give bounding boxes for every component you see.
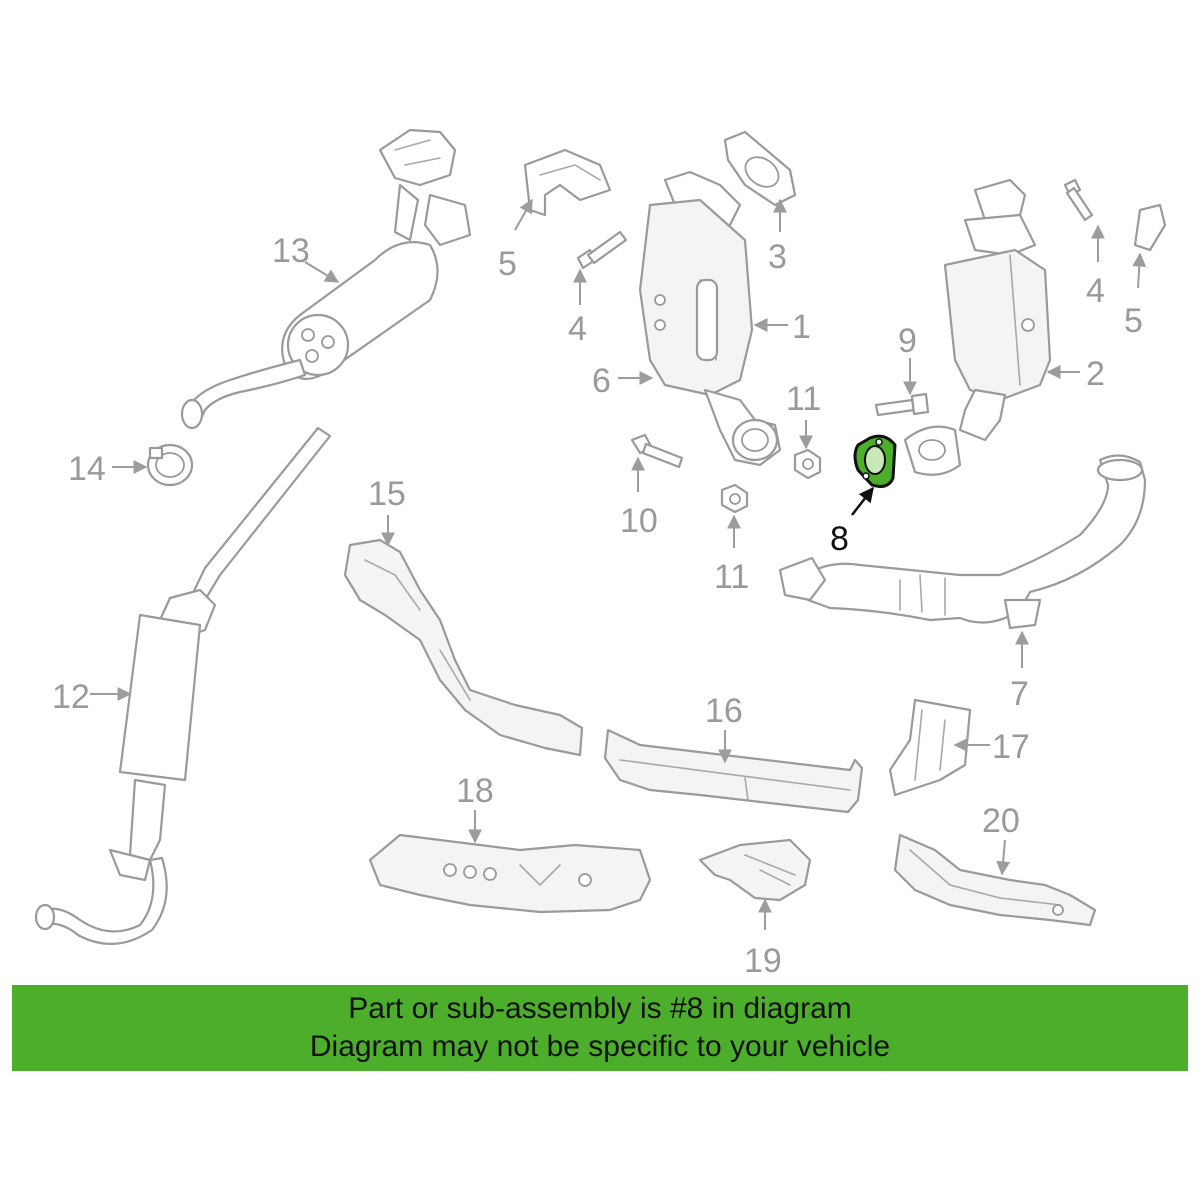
info-banner: Part or sub-assembly is #8 in diagram Di… [12, 985, 1188, 1071]
part-4-stud-right [1063, 178, 1094, 222]
banner-part-note: Part or sub-assembly is #8 in diagram [348, 992, 852, 1025]
callout-16: 16 [705, 692, 743, 730]
callout-14: 14 [68, 450, 106, 488]
callout-3: 3 [768, 238, 787, 276]
callout-4-right: 4 [1086, 272, 1105, 310]
part-1-catalytic-converter-left [638, 170, 782, 467]
callout-7: 7 [1010, 675, 1029, 713]
callout-13: 13 [272, 232, 310, 270]
callout-18: 18 [456, 772, 494, 810]
callout-2: 2 [1086, 355, 1105, 393]
part-5-heat-shield-right [1133, 203, 1167, 252]
part-5-heat-shield-left [523, 148, 612, 217]
part-3-gasket [723, 130, 797, 207]
callout-5-right: 5 [1124, 302, 1143, 340]
part-15-heat-shield [343, 538, 584, 757]
callout-17: 17 [992, 728, 1030, 766]
part-10-bolt [630, 433, 684, 469]
part-12-intermediate-pipe-muffler [34, 426, 332, 945]
callout-4-left: 4 [568, 310, 587, 348]
callout-6: 6 [592, 362, 611, 400]
part-11-nut-upper [793, 448, 822, 480]
part-7-front-pipe [778, 454, 1147, 630]
callout-8-highlighted: 8 [830, 520, 849, 558]
callout-20: 20 [982, 802, 1020, 840]
callout-15: 15 [368, 475, 406, 513]
part-18-heat-shield [368, 833, 652, 914]
part-19-heat-shield [698, 838, 812, 902]
callout-19: 19 [744, 942, 782, 980]
callout-11-lower: 11 [714, 558, 749, 596]
part-4-stud-left [576, 230, 628, 270]
part-11-nut-lower [720, 483, 749, 514]
callout-10: 10 [620, 502, 658, 540]
part-14-clamp [146, 443, 194, 487]
part-2-catalytic-converter-right [903, 178, 1052, 476]
part-8-gasket-highlighted [853, 434, 897, 488]
leader-lines [90, 198, 1147, 930]
callout-labels: 13 14 12 5 4 3 1 6 11 10 11 9 2 4 5 7 15… [52, 232, 1143, 980]
callout-9: 9 [898, 322, 917, 360]
callout-11-upper: 11 [786, 380, 821, 418]
part-20-heat-shield [893, 833, 1097, 927]
callout-12: 12 [52, 678, 90, 716]
part-16-heat-shield [603, 728, 864, 814]
part-13-rear-muffler [180, 128, 472, 430]
callout-5-left: 5 [498, 245, 517, 283]
part-17-bracket [888, 698, 972, 797]
callout-1: 1 [792, 308, 811, 346]
part-9-bolt [874, 392, 930, 417]
banner-disclaimer: Diagram may not be specific to your vehi… [309, 1030, 891, 1063]
